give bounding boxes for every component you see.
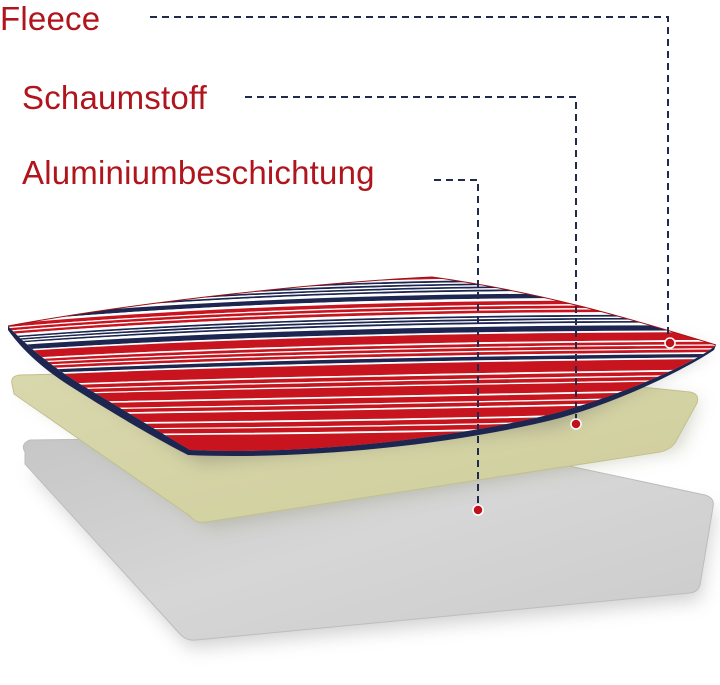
fleece-stripe [8, 411, 716, 429]
marker-fleece [664, 337, 676, 349]
fleece-stripe [8, 378, 716, 397]
fleece-stripe [8, 341, 716, 366]
leader-line-fleece [150, 16, 669, 341]
fleece-stripe [8, 319, 716, 346]
marker-foam [570, 418, 582, 430]
fleece-outline [7, 276, 717, 346]
fleece-stripe [8, 417, 716, 434]
fleece-stripe [8, 356, 716, 379]
fleece-stripe [8, 379, 716, 405]
fleece-stripe [8, 388, 716, 406]
marker-alu [472, 504, 484, 516]
fleece-stripe [8, 305, 716, 335]
fleece-stripe [8, 314, 716, 342]
fleece-stripe [8, 396, 716, 415]
fleece-stripe [8, 358, 716, 388]
fleece-stripe [8, 349, 716, 373]
fleece-stripe [8, 375, 716, 396]
leader-lines [150, 16, 669, 509]
fleece-stripe [8, 322, 716, 350]
fleece-stripe [8, 309, 716, 338]
label-aluminium: Aluminiumbeschichtung [22, 154, 375, 191]
label-fleece: Fleece [0, 0, 101, 37]
fleece-stripe [8, 353, 716, 377]
fleece-stripe [8, 312, 716, 341]
fleece-stripe [8, 320, 716, 347]
fleece-stripe [8, 345, 716, 369]
leader-line-foam [245, 96, 577, 424]
fleece-stripe [8, 317, 716, 345]
fleece-stripe [8, 330, 716, 355]
fleece-stripe [8, 370, 716, 392]
fleece-stripe [8, 389, 716, 411]
fleece-stripe [8, 297, 716, 329]
fleece-stripe [8, 395, 716, 412]
leader-line-alu [434, 179, 479, 509]
label-foam: Schaumstoff [22, 79, 208, 116]
fleece-stripe [8, 332, 716, 362]
fleece-stripe [8, 401, 716, 424]
markers [472, 337, 676, 516]
fleece-stripe [8, 399, 716, 416]
fleece-stripe [8, 351, 716, 374]
